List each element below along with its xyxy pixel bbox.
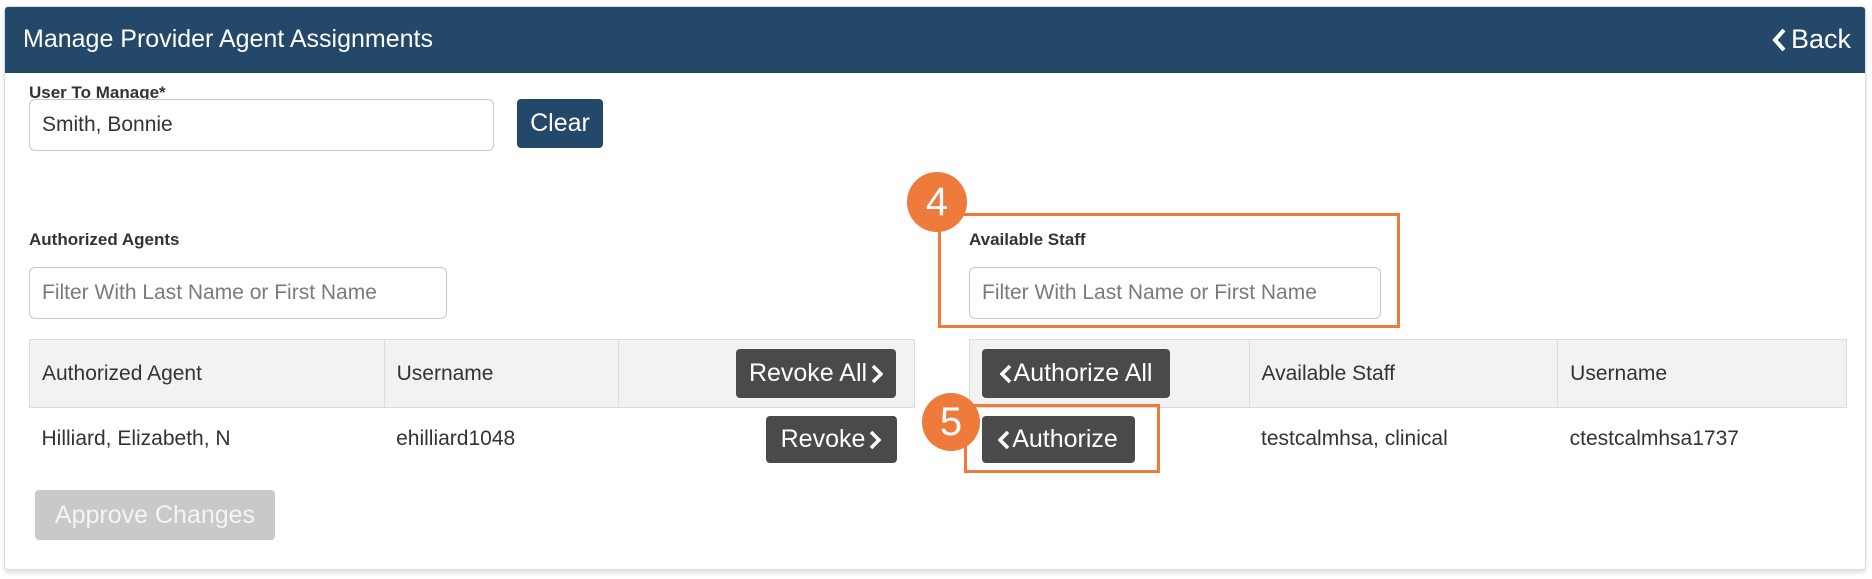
available-staff-label: Available Staff: [969, 230, 1086, 249]
column-header-username: Username: [383, 339, 620, 408]
chevron-left-icon: [998, 430, 1010, 449]
available-staff-filter-input[interactable]: [969, 267, 1381, 319]
user-to-manage-input[interactable]: [29, 99, 494, 151]
chevron-right-icon: [870, 430, 882, 449]
page-title: Manage Provider Agent Assignments: [23, 25, 433, 53]
column-header-username: Username: [1557, 339, 1847, 408]
authorize-button[interactable]: Authorize: [981, 416, 1135, 463]
authorize-all-button[interactable]: Authorize All: [982, 349, 1170, 398]
authorized-agents-label: Authorized Agents: [29, 230, 180, 249]
revoke-all-button[interactable]: Revoke All: [736, 349, 896, 398]
agent-name-cell: Hilliard, Elizabeth, N: [41, 426, 231, 450]
authorized-agents-filter-input[interactable]: [29, 267, 447, 319]
column-header-authorized-agent: Authorized Agent: [29, 339, 385, 408]
callout-box-authorize: [964, 404, 1160, 473]
chevron-left-icon: [999, 364, 1011, 383]
table-row: Authorize testcalmhsa, clinical ctestcal…: [970, 408, 1847, 470]
chevron-right-icon: [871, 364, 884, 383]
revoke-all-label: Revoke All: [748, 359, 868, 387]
column-header-actions: Authorize All: [969, 339, 1250, 408]
callout-box-available-staff: [938, 213, 1400, 328]
agent-action-cell: Revoke: [619, 408, 915, 470]
manage-agents-panel: Manage Provider Agent Assignments Back U…: [4, 6, 1866, 570]
staff-name-cell: testcalmhsa, clinical: [1261, 426, 1448, 450]
staff-action-cell: Authorize: [970, 408, 1250, 470]
authorize-all-label: Authorize All: [1013, 359, 1153, 387]
agent-username-cell: ehilliard1048: [396, 426, 516, 450]
step-4-badge: 4: [907, 172, 967, 232]
revoke-button[interactable]: Revoke: [765, 416, 897, 463]
back-button[interactable]: Back: [1771, 24, 1851, 55]
available-staff-table: Authorize All Available Staff Username A…: [969, 339, 1847, 470]
user-to-manage-label: User To Manage*: [29, 83, 166, 102]
approve-changes-button[interactable]: Approve Changes: [35, 490, 275, 540]
column-header-available-staff: Available Staff: [1248, 339, 1559, 408]
authorized-agents-table: Authorized Agent Username Revoke All Hil…: [29, 339, 915, 470]
authorize-label: Authorize: [1012, 425, 1118, 453]
clear-button[interactable]: Clear: [517, 99, 603, 148]
panel-header: Manage Provider Agent Assignments Back: [5, 7, 1865, 73]
table-row: Hilliard, Elizabeth, N ehilliard1048 Rev…: [30, 408, 915, 470]
staff-username-cell: ctestcalmhsa1737: [1569, 426, 1739, 450]
chevron-left-icon: [1772, 28, 1786, 51]
step-5-badge: 5: [922, 393, 980, 451]
revoke-label: Revoke: [780, 425, 866, 453]
column-header-actions: Revoke All: [618, 339, 915, 408]
back-label: Back: [1790, 24, 1851, 54]
